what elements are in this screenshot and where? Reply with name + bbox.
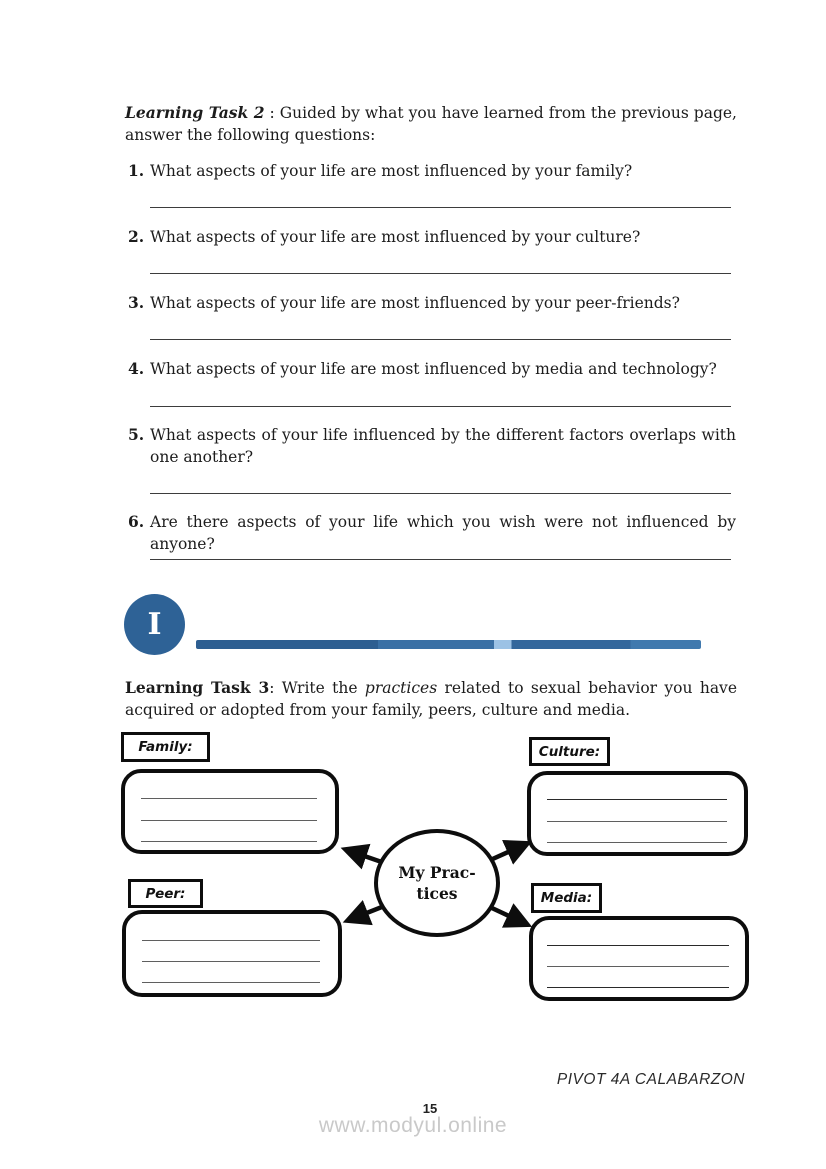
section-divider-bar — [196, 640, 701, 649]
peer-label-box: Peer: — [128, 879, 203, 908]
peer-write-line — [142, 982, 320, 983]
question-5-number: 5. — [128, 425, 145, 444]
family-write-box — [121, 769, 339, 854]
culture-write-line — [547, 799, 727, 800]
media-write-line — [547, 966, 729, 967]
question-5-text: What aspects of your life influenced by … — [150, 426, 736, 466]
media-label-box: Media: — [531, 883, 602, 913]
page-number: 15 — [422, 1101, 438, 1116]
task3-intro-pre: : Write the — [269, 679, 365, 697]
question-6-text: Are there aspects of your life which you… — [150, 513, 736, 553]
question-1: 1. What aspects of your life are most in… — [128, 160, 736, 183]
task2-intro: Learning Task 2 : Guided by what you hav… — [125, 102, 737, 146]
question-4: 4. What aspects of your life are most in… — [128, 358, 736, 381]
task3-intro: Learning Task 3: Write the practices rel… — [125, 677, 737, 721]
family-label: Family: — [138, 739, 193, 755]
family-write-line — [141, 841, 317, 842]
task2-intro-text: : Guided by what you have learned from t… — [125, 104, 737, 144]
culture-write-line — [547, 842, 727, 843]
task2-title: Learning Task 2 — [125, 103, 265, 122]
question-2-text: What aspects of your life are most influ… — [150, 228, 641, 246]
answer-line-2 — [150, 273, 731, 274]
media-write-box — [529, 916, 749, 1001]
culture-label: Culture: — [538, 743, 601, 760]
watermark: www.modyul.online — [318, 1114, 508, 1137]
my-practices-line2: tices — [416, 884, 458, 903]
peer-write-box — [122, 910, 342, 997]
answer-line-6 — [150, 559, 731, 560]
question-3-number: 3. — [128, 293, 145, 312]
media-write-line — [547, 945, 729, 946]
question-1-number: 1. — [128, 161, 145, 180]
culture-write-box — [527, 771, 748, 856]
question-3: 3. What aspects of your life are most in… — [128, 292, 736, 315]
question-3-text: What aspects of your life are most influ… — [150, 294, 680, 312]
question-6-number: 6. — [128, 512, 145, 531]
section-badge-I-icon: I — [124, 594, 185, 655]
question-2-number: 2. — [128, 227, 145, 246]
media-write-line — [547, 987, 729, 988]
answer-line-5 — [150, 493, 731, 494]
peer-write-line — [142, 961, 320, 962]
my-practices-line1: My Prac- — [398, 863, 476, 882]
section-badge-letter: I — [147, 607, 162, 642]
culture-write-line — [547, 821, 727, 822]
my-practices-circle: My Prac- tices — [374, 829, 500, 937]
media-label: Media: — [540, 890, 593, 906]
question-5: 5. What aspects of your life influenced … — [128, 424, 736, 468]
footer-brand: PIVOT 4A CALABARZON — [556, 1071, 745, 1088]
peer-write-line — [142, 940, 320, 941]
question-4-number: 4. — [128, 359, 145, 378]
family-write-line — [141, 820, 317, 821]
task3-intro-post: related to sexual behavior you have acqu… — [125, 679, 737, 719]
peer-label: Peer: — [145, 885, 186, 902]
answer-line-1 — [150, 207, 731, 208]
answer-line-4 — [150, 406, 731, 407]
question-4-text: What aspects of your life are most influ… — [150, 360, 717, 378]
culture-label-box: Culture: — [529, 737, 610, 766]
question-2: 2. What aspects of your life are most in… — [128, 226, 736, 249]
question-6: 6. Are there aspects of your life which … — [128, 511, 736, 555]
family-write-line — [141, 798, 317, 799]
task3-intro-italic-word: practices — [364, 679, 438, 697]
task3-title: Learning Task 3 — [125, 678, 270, 697]
family-label-box: Family: — [121, 732, 210, 762]
answer-line-3 — [150, 339, 731, 340]
question-1-text: What aspects of your life are most influ… — [150, 162, 633, 180]
